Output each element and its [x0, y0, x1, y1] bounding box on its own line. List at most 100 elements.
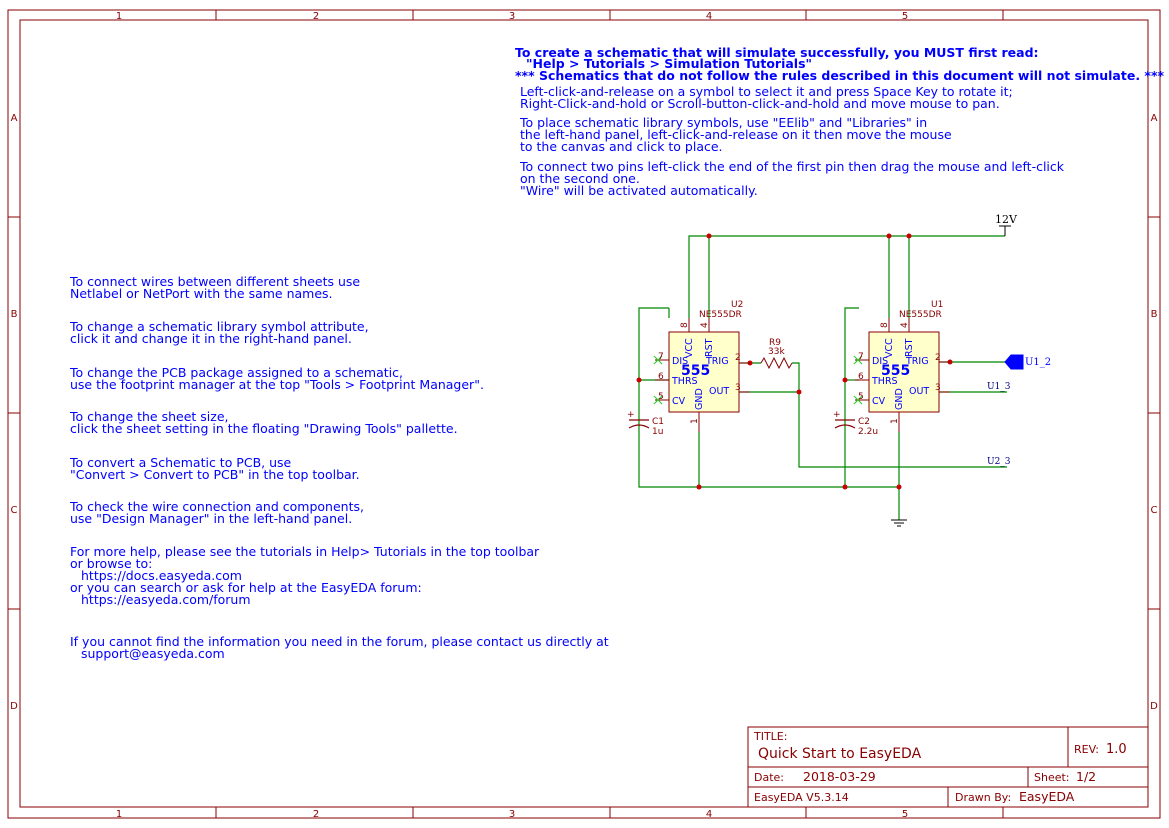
u2-pin-num-7: 7 — [658, 352, 664, 362]
instructions-top: To create a schematic that will simulate… — [515, 45, 1164, 198]
power-12v-symbol[interactable]: 12V — [995, 213, 1018, 236]
u1-pin-num-6: 6 — [858, 372, 864, 382]
resistor-r9[interactable]: R9 33k — [760, 338, 793, 370]
forum-link[interactable]: https://easyeda.com/forum — [81, 592, 251, 607]
sheet-label: Sheet: — [1034, 771, 1070, 784]
tip-convert-line-2: "Convert > Convert to PCB" in the top to… — [70, 467, 360, 482]
netlabel-u1-3[interactable]: U1_3 — [987, 382, 1011, 392]
tip-place-line-3: to the canvas and click to place. — [520, 139, 723, 154]
u1-pin-gnd: GND — [894, 388, 905, 410]
frame-col-5-bottom: 5 — [902, 809, 908, 820]
r9-value: 33k — [768, 347, 785, 357]
frame-col-4-top: 4 — [706, 11, 712, 22]
tip-help-line-2: or browse to: — [70, 556, 152, 571]
u2-pin-gnd: GND — [694, 388, 705, 410]
u1-555-timer[interactable]: U1 NE555DR 555 VCC RST DIS THRS CV GND T… — [853, 300, 950, 432]
u2-pin-dis: DIS — [672, 356, 688, 367]
frame-col-3-top: 3 — [509, 11, 515, 22]
u1-pin-vcc: VCC — [884, 338, 895, 358]
u1-dis-no-connect-icon — [853, 355, 863, 365]
title-value: Quick Start to EasyEDA — [758, 746, 922, 762]
tip-footprint-line-2: use the footprint manager at the top "To… — [70, 377, 484, 392]
u1-pin-num-2: 2 — [935, 353, 941, 363]
c1-value: 1u — [652, 427, 663, 437]
u1-ref: U1 — [931, 300, 943, 310]
tip-rotate-line-2: Right-Click-and-hold or Scroll-button-cl… — [520, 96, 1000, 111]
instructions-left: To connect wires between different sheet… — [69, 274, 609, 661]
heading-line-3: *** Schematics that do not follow the ru… — [515, 68, 1164, 83]
u1-pin-num-8: 8 — [880, 322, 890, 328]
drawn-by-label: Drawn By: — [955, 791, 1011, 804]
frame-row-a-left: A — [11, 113, 18, 124]
heading-line-1: To create a schematic that will simulate… — [515, 45, 1039, 60]
drawn-by-value: EasyEDA — [1019, 789, 1075, 804]
u2-dis-no-connect-icon — [653, 355, 663, 365]
u2-part: NE555DR — [699, 310, 742, 320]
frame-col-2-bottom: 2 — [313, 809, 319, 820]
ground-symbol[interactable] — [891, 519, 907, 527]
capacitor-c1[interactable]: + C1 1u — [627, 410, 664, 437]
u2-pin-num-3: 3 — [735, 383, 741, 393]
u2-pin-num-6: 6 — [658, 372, 664, 382]
wires[interactable] — [638, 235, 1007, 520]
u2-555-timer[interactable]: U2 NE555DR 555 VCC RST DIS THRS CV GND T… — [653, 300, 750, 432]
frame-col-3-bottom: 3 — [509, 809, 515, 820]
frame-row-d-left: D — [10, 701, 18, 712]
tip-sheet-size-line-1: To change the sheet size, — [69, 409, 229, 424]
frame-row-c-right: C — [1151, 505, 1158, 516]
u1-pin-num-5: 5 — [858, 392, 864, 402]
tip-attr-line-1: To change a schematic library symbol att… — [69, 319, 369, 334]
r9-ref: R9 — [769, 338, 781, 348]
tip-sheet-size-line-2: click the sheet setting in the floating … — [70, 421, 458, 436]
title-label: TITLE: — [753, 730, 787, 743]
c1-polarity: + — [627, 410, 635, 420]
u1-pin-out: OUT — [909, 386, 929, 397]
u2-pin-cv: CV — [672, 396, 686, 407]
u1-cv-no-connect-icon — [853, 395, 863, 405]
frame-row-b-right: B — [1151, 309, 1158, 320]
tip-help-line-1: For more help, please see the tutorials … — [70, 544, 540, 559]
u1-pin-thrs: THRS — [871, 376, 898, 387]
u1-pin-num-7: 7 — [858, 352, 864, 362]
capacitor-c2[interactable]: + C2 2.2u — [833, 410, 878, 437]
tip-wire-line-2: on the second one. — [520, 171, 640, 186]
tip-footprint-line-1: To change the PCB package assigned to a … — [69, 365, 403, 380]
support-email[interactable]: support@easyeda.com — [81, 646, 225, 661]
u1-pin-num-3: 3 — [935, 383, 941, 393]
c1-ref: C1 — [652, 417, 664, 427]
tip-check-line-1: To check the wire connection and compone… — [69, 499, 364, 514]
u2-pin-out: OUT — [709, 386, 729, 397]
u1-part: NE555DR — [899, 310, 942, 320]
tip-attr-line-2: click it and change it in the right-hand… — [70, 331, 352, 346]
frame-col-4-bottom: 4 — [706, 809, 712, 820]
u2-pin-rst: RST — [704, 338, 715, 357]
u2-pin-num-8: 8 — [680, 322, 690, 328]
u2-pin-num-5: 5 — [658, 392, 664, 402]
u1-pin-trig: TRIG — [905, 356, 929, 367]
software-version: EasyEDA V5.3.14 — [754, 791, 849, 804]
u2-pin-trig: TRIG — [705, 356, 729, 367]
c2-ref: C2 — [858, 417, 870, 427]
netport-u1-2[interactable]: U1_2 — [1004, 354, 1051, 370]
rev-label: REV: — [1074, 743, 1099, 756]
power-12v-label: 12V — [995, 213, 1018, 226]
u2-ref: U2 — [731, 300, 743, 310]
tip-convert-line-1: To convert a Schematic to PCB, use — [69, 455, 292, 470]
u2-pin-num-4: 4 — [700, 322, 710, 328]
u1-pin-num-4: 4 — [900, 322, 910, 328]
frame-row-b-left: B — [11, 309, 18, 320]
frame-col-1-top: 1 — [116, 11, 122, 22]
docs-link[interactable]: https://docs.easyeda.com — [81, 568, 242, 583]
frame-row-c-left: C — [11, 505, 18, 516]
frame-row-d-right: D — [1150, 701, 1158, 712]
rev-value: 1.0 — [1106, 742, 1127, 757]
tip-place-line-1: To place schematic library symbols, use … — [519, 115, 927, 130]
tip-sheets-line-1: To connect wires between different sheet… — [69, 274, 360, 289]
netlabel-u2-3[interactable]: U2_3 — [987, 457, 1011, 467]
u1-pin-dis: DIS — [872, 356, 888, 367]
frame-col-5-top: 5 — [902, 11, 908, 22]
tip-help-line-4: or you can search or ask for help at the… — [70, 580, 422, 595]
u1-pin-num-1: 1 — [890, 418, 900, 424]
tip-rotate-line-1: Left-click-and-release on a symbol to se… — [520, 84, 1013, 99]
